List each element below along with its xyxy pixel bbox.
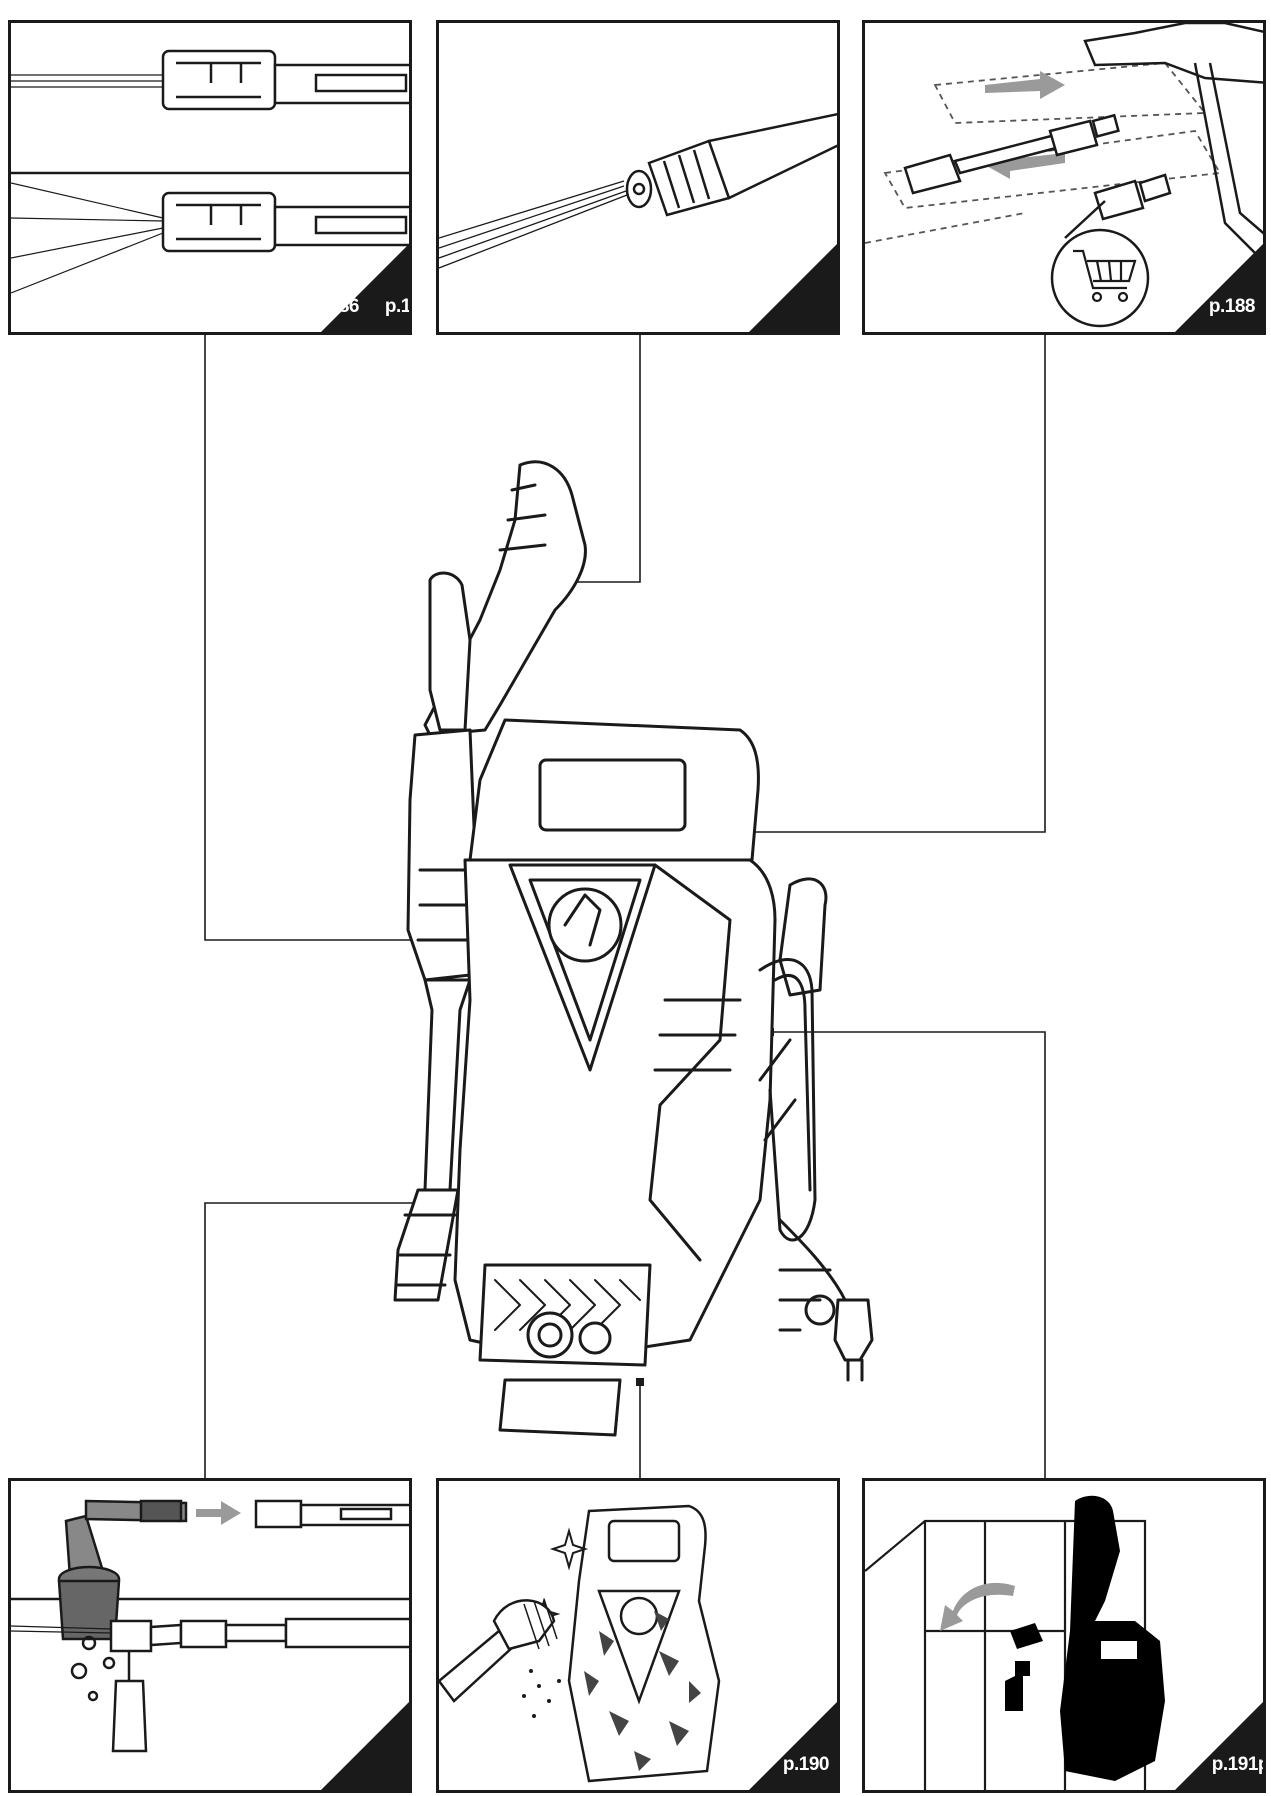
outlet-knob bbox=[578, 1321, 612, 1355]
brush-icon bbox=[439, 1598, 558, 1703]
power-cable bbox=[778, 1218, 852, 1342]
corner-tab bbox=[749, 1702, 837, 1790]
panel-turbo-nozzle bbox=[436, 20, 840, 335]
gun-body bbox=[406, 728, 477, 982]
panel-storage: p.191p bbox=[862, 1478, 1266, 1793]
connector-lance bbox=[710, 333, 1046, 833]
corner-tab bbox=[1175, 244, 1263, 332]
spray-gun-handle bbox=[1083, 23, 1263, 254]
power-plug bbox=[833, 1298, 874, 1362]
washer-silhouette bbox=[1005, 1495, 1165, 1781]
silhouette-handle-opening bbox=[1101, 1641, 1137, 1659]
handle-opening bbox=[538, 758, 687, 832]
panel-extension-lance: p.188 bbox=[862, 20, 1266, 335]
turbo-nozzle bbox=[625, 112, 837, 217]
connector-detergent bbox=[204, 1202, 510, 1478]
arrow-icon bbox=[196, 1501, 241, 1525]
connector-nozzle bbox=[204, 333, 480, 941]
side-panel bbox=[648, 863, 732, 1262]
washer-body bbox=[453, 858, 777, 1362]
nozzle-top bbox=[254, 1499, 409, 1529]
hose-hook bbox=[778, 877, 828, 997]
panel-nozzle-adjust: p.186 p.187 bbox=[8, 20, 412, 335]
page-ref-186: p.186 bbox=[312, 296, 360, 317]
adapter bbox=[1093, 173, 1172, 221]
shopping-cart-icon bbox=[1050, 200, 1150, 328]
panel-detergent-bottle bbox=[8, 1478, 412, 1793]
lance-nozzle bbox=[393, 1188, 460, 1302]
nozzle-fan-view bbox=[11, 182, 409, 294]
corner-tab bbox=[321, 244, 409, 332]
washer-dirty bbox=[567, 1504, 721, 1783]
page-ref-191: p.191p bbox=[1211, 1754, 1266, 1775]
extension-lance bbox=[903, 113, 1120, 195]
cord-wrap bbox=[804, 1294, 836, 1326]
front-triangle bbox=[508, 863, 657, 1072]
hose-coil bbox=[758, 958, 817, 1242]
corner-tab bbox=[749, 244, 837, 332]
arrow-icon bbox=[940, 1582, 1015, 1631]
page-ref-190: p.190 bbox=[782, 1754, 830, 1775]
marker-cleaning bbox=[636, 1378, 644, 1386]
page-ref-187: p.187 bbox=[384, 296, 411, 317]
corner-tab bbox=[321, 1702, 409, 1790]
detergent-bottle-top bbox=[57, 1499, 188, 1641]
detergent-bottle-bottom bbox=[11, 1617, 409, 1753]
page-ref-188: p.188 bbox=[1208, 296, 1256, 317]
base-foot bbox=[498, 1378, 622, 1437]
connector-storage bbox=[770, 1031, 1046, 1478]
brand-logo bbox=[547, 887, 623, 963]
nozzle-jet-view bbox=[11, 49, 409, 111]
panel-cleaning: p.190 bbox=[436, 1478, 840, 1793]
corner-tab bbox=[1175, 1702, 1263, 1790]
gun-handle bbox=[428, 571, 472, 732]
